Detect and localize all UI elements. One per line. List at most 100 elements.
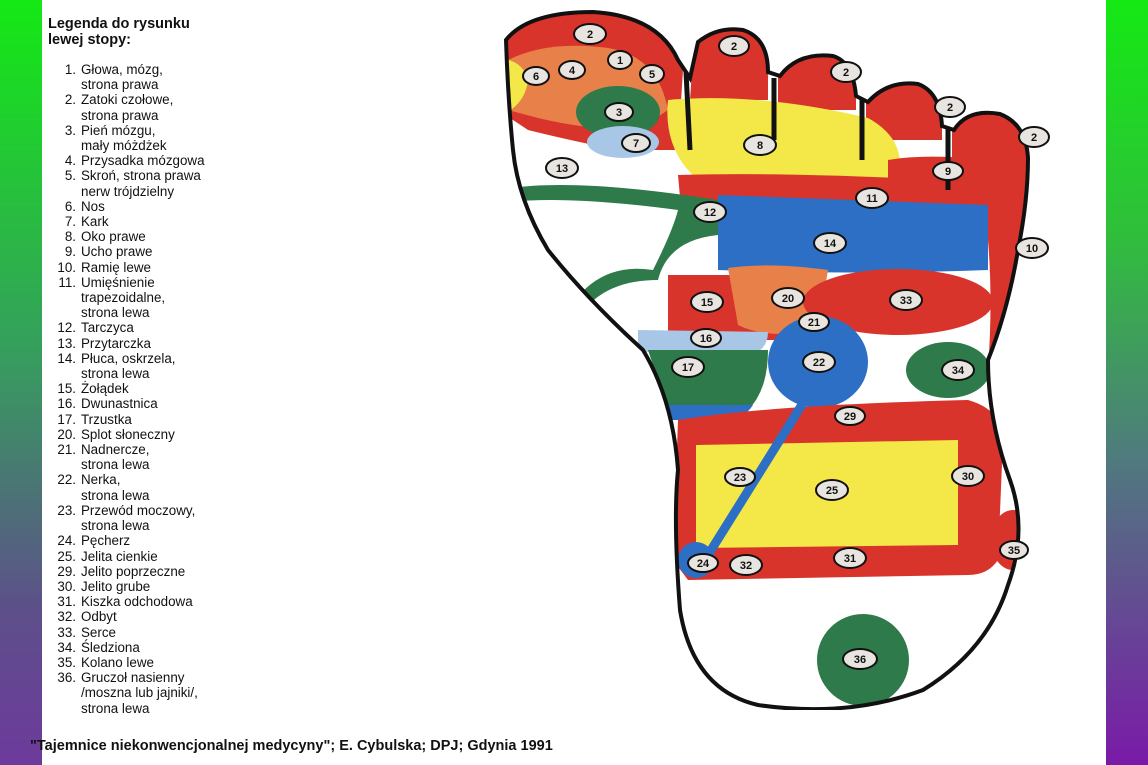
label-12: 12 [693, 201, 727, 223]
legend-item-text: Odbyt [81, 609, 117, 625]
legend-item-text: Przytarczka [81, 335, 151, 351]
legend-item-text: Oko prawe [81, 229, 146, 245]
label-25: 25 [815, 479, 849, 501]
svg-text:9: 9 [945, 166, 951, 178]
legend-item-text: Dwunastnica [81, 396, 158, 412]
label-31: 31 [833, 547, 867, 569]
legend-item-number: 4. [64, 153, 76, 169]
label-9: 9 [932, 161, 964, 181]
svg-text:23: 23 [734, 472, 746, 484]
toe-gap-1 [683, 71, 693, 151]
legend-item-number: 10. [57, 259, 76, 275]
legend-item-number: 34. [57, 639, 76, 655]
legend-item-number: 2. [64, 92, 76, 108]
label-30: 30 [951, 465, 985, 487]
legend-item-text: Skroń, strona prawa nerw trójdzielny [81, 168, 201, 199]
legend-item-text: Tarczyca [81, 320, 134, 336]
legend-item: 14.Płuca, oskrzela, strona lewa [46, 351, 205, 381]
zone-labels: 2 1 4 6 5 3 7 2 2 2 2 8 9 13 11 12 14 10… [522, 23, 1050, 670]
svg-text:11: 11 [866, 193, 878, 205]
legend-item-number: 22. [57, 472, 76, 488]
label-33: 33 [889, 289, 923, 311]
legend-item: 31.Kiszka odchodowa [46, 594, 205, 609]
label-22: 22 [802, 351, 836, 373]
legend-item: 30. Jelito grube [46, 579, 205, 594]
legend-item: 4.Przysadka mózgowa [46, 153, 205, 168]
legend-item-number: 12. [57, 320, 76, 336]
legend-item: 24.Pęcherz [46, 533, 205, 548]
label-3: 3 [604, 102, 634, 122]
legend-item-number: 20. [57, 426, 76, 442]
legend-item: 12. Tarczyca [46, 320, 205, 335]
legend-item-number: 7. [64, 214, 76, 230]
svg-text:25: 25 [826, 485, 838, 497]
legend-item-text: Pień mózgu, mały móżdżek [81, 122, 167, 154]
svg-text:15: 15 [701, 297, 713, 309]
legend-item: 21.Nadnercze, strona lewa [46, 442, 205, 472]
legend-item-number: 6. [64, 198, 76, 214]
zone-lungs-blue [718, 195, 988, 273]
legend-item-number: 33. [57, 624, 76, 640]
legend-item-text: Gruczoł nasienny /moszna lub jajniki/, s… [81, 670, 198, 716]
legend-item: 16.Dwunastnica [46, 396, 205, 411]
legend-item: 13.Przytarczka [46, 336, 205, 351]
legend-item-text: Splot słoneczny [81, 426, 175, 442]
svg-text:29: 29 [844, 411, 856, 423]
legend-item: 20. Splot słoneczny [46, 427, 205, 442]
legend-item-number: 29. [57, 563, 76, 579]
svg-text:24: 24 [697, 558, 710, 570]
zone-toe4 [866, 83, 942, 140]
label-8: 8 [743, 134, 777, 156]
label-5: 5 [639, 64, 665, 84]
source-citation: "Tajemnice niekonwencjonalnej medycyny";… [30, 738, 553, 754]
svg-text:5: 5 [649, 69, 655, 81]
svg-text:16: 16 [700, 333, 712, 345]
label-2e: 2 [1018, 126, 1050, 148]
svg-text:4: 4 [569, 65, 576, 77]
foot-outline [503, 9, 1031, 710]
svg-text:2: 2 [1031, 132, 1037, 144]
label-34: 34 [941, 359, 975, 381]
zone-eye-yellow [667, 98, 900, 180]
legend-item-text: Ramię lewe [81, 259, 151, 275]
legend-item-text: Pęcherz [81, 533, 131, 549]
label-13: 13 [545, 157, 579, 179]
legend-item: 9.Ucho prawe [46, 244, 205, 259]
svg-text:10: 10 [1026, 243, 1038, 255]
legend-item-text: Nadnercze, strona lewa [81, 442, 150, 473]
legend-item-number: 30. [57, 578, 76, 594]
label-15: 15 [690, 291, 724, 313]
legend-item-text: Kiszka odchodowa [81, 594, 193, 610]
zone-nose-yellow [506, 58, 528, 112]
label-4: 4 [558, 60, 586, 80]
svg-text:21: 21 [808, 317, 820, 329]
legend-item-text: Jelita cienkie [81, 548, 158, 564]
legend-item: 1.Głowa, mózg, strona prawa [46, 62, 205, 92]
legend-item-text: Serce [81, 624, 116, 640]
legend-item: 22.Nerka, strona lewa [46, 472, 205, 502]
legend-item-text: Kolano lewe [81, 654, 154, 670]
legend-item-text: Jelito grube [81, 578, 151, 594]
legend-item-number: 1. [64, 62, 76, 77]
svg-text:2: 2 [843, 67, 849, 79]
svg-text:34: 34 [952, 365, 965, 377]
legend-item-number: 17. [57, 411, 76, 427]
svg-text:2: 2 [587, 29, 593, 41]
label-6: 6 [522, 66, 550, 86]
legend-item: 7.Kark [46, 214, 205, 229]
legend-item-number: 9. [64, 244, 76, 260]
legend-item-number: 25. [57, 548, 76, 564]
legend-item-text: Żołądek [81, 381, 129, 397]
legend-item-text: Jelito poprzeczne [81, 563, 186, 579]
label-32: 32 [729, 554, 763, 576]
label-2a: 2 [573, 23, 607, 45]
zone-ureter-blue [704, 392, 812, 558]
legend-item: 35.Kolano lewe [46, 655, 205, 670]
label-24: 24 [687, 553, 719, 573]
label-16: 16 [690, 328, 722, 348]
legend-item: 11.Umięśnienie trapezoidalne, strona lew… [46, 275, 205, 321]
svg-text:6: 6 [533, 71, 539, 83]
svg-text:3: 3 [616, 107, 622, 119]
legend-item-text: Umięśnienie trapezoidalne, strona lewa [81, 274, 166, 321]
